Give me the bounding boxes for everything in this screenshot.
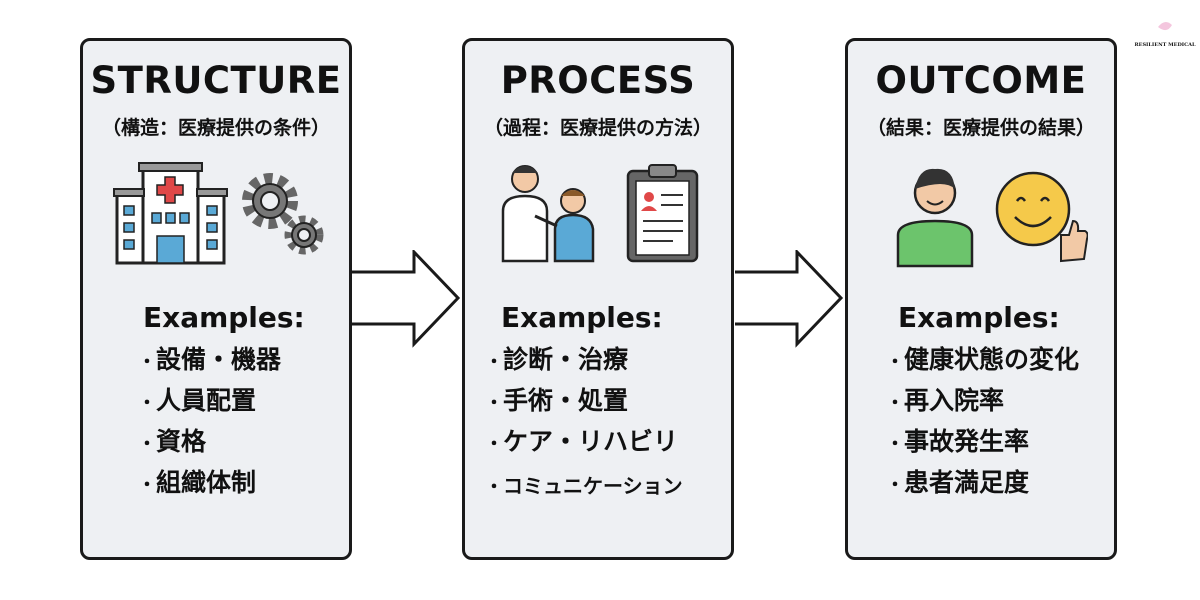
smiley-thumbs-up-icon: [995, 171, 1088, 263]
structure-box: STRUCTURE （構造：医療提供の条件） Examples: 設備・: [80, 38, 352, 560]
examples-label: Examples:: [501, 301, 663, 334]
examples-label: Examples:: [143, 301, 305, 334]
list-item: 手術・処置: [485, 380, 683, 421]
list-item: 設備・機器: [138, 339, 281, 380]
examples-label: Examples:: [898, 301, 1060, 334]
box-title: OUTCOME: [875, 59, 1087, 102]
gears-icon: [242, 173, 324, 255]
list-item: 健康状態の変化: [886, 339, 1079, 380]
list-item: ケア・リハビリ: [485, 421, 683, 462]
list-item: 資格: [138, 421, 281, 462]
arrow-right-icon: [352, 250, 461, 348]
logo: RESILIENT MEDICAL: [1130, 18, 1200, 63]
box-subtitle: （過程：医療提供の方法）: [483, 117, 712, 139]
examples-list: 健康状態の変化 再入院率 事故発生率 患者満足度: [886, 339, 1079, 503]
doctor-patient-icon: [501, 165, 595, 263]
list-item: 人員配置: [138, 380, 281, 421]
logo-text: RESILIENT MEDICAL: [1134, 42, 1196, 48]
clipboard-icon: [626, 164, 699, 263]
list-item: 診断・治療: [485, 339, 683, 380]
list-item: 患者満足度: [886, 462, 1079, 503]
box-title: STRUCTURE: [90, 59, 342, 102]
examples-list: 設備・機器 人員配置 資格 組織体制: [138, 339, 281, 503]
hospital-icon: [113, 162, 228, 265]
outcome-box: OUTCOME （結果：医療提供の結果） Examples: 健康状態の変化 再…: [845, 38, 1117, 560]
examples-list: 診断・治療 手術・処置 ケア・リハビリ コミュニケーション: [485, 339, 683, 507]
person-icon: [896, 168, 974, 268]
box-subtitle: （構造：医療提供の条件）: [101, 117, 330, 139]
arrow-right-icon: [735, 250, 844, 348]
list-item: 組織体制: [138, 462, 281, 503]
logo-mark-icon: [1158, 21, 1172, 31]
box-title: PROCESS: [500, 59, 696, 102]
box-subtitle: （結果：医療提供の結果）: [866, 117, 1095, 139]
list-item: 再入院率: [886, 380, 1079, 421]
list-item: 事故発生率: [886, 421, 1079, 462]
process-box: PROCESS （過程：医療提供の方法） Examples: 診断・治療 手術・…: [462, 38, 734, 560]
list-item: コミュニケーション: [485, 466, 683, 507]
